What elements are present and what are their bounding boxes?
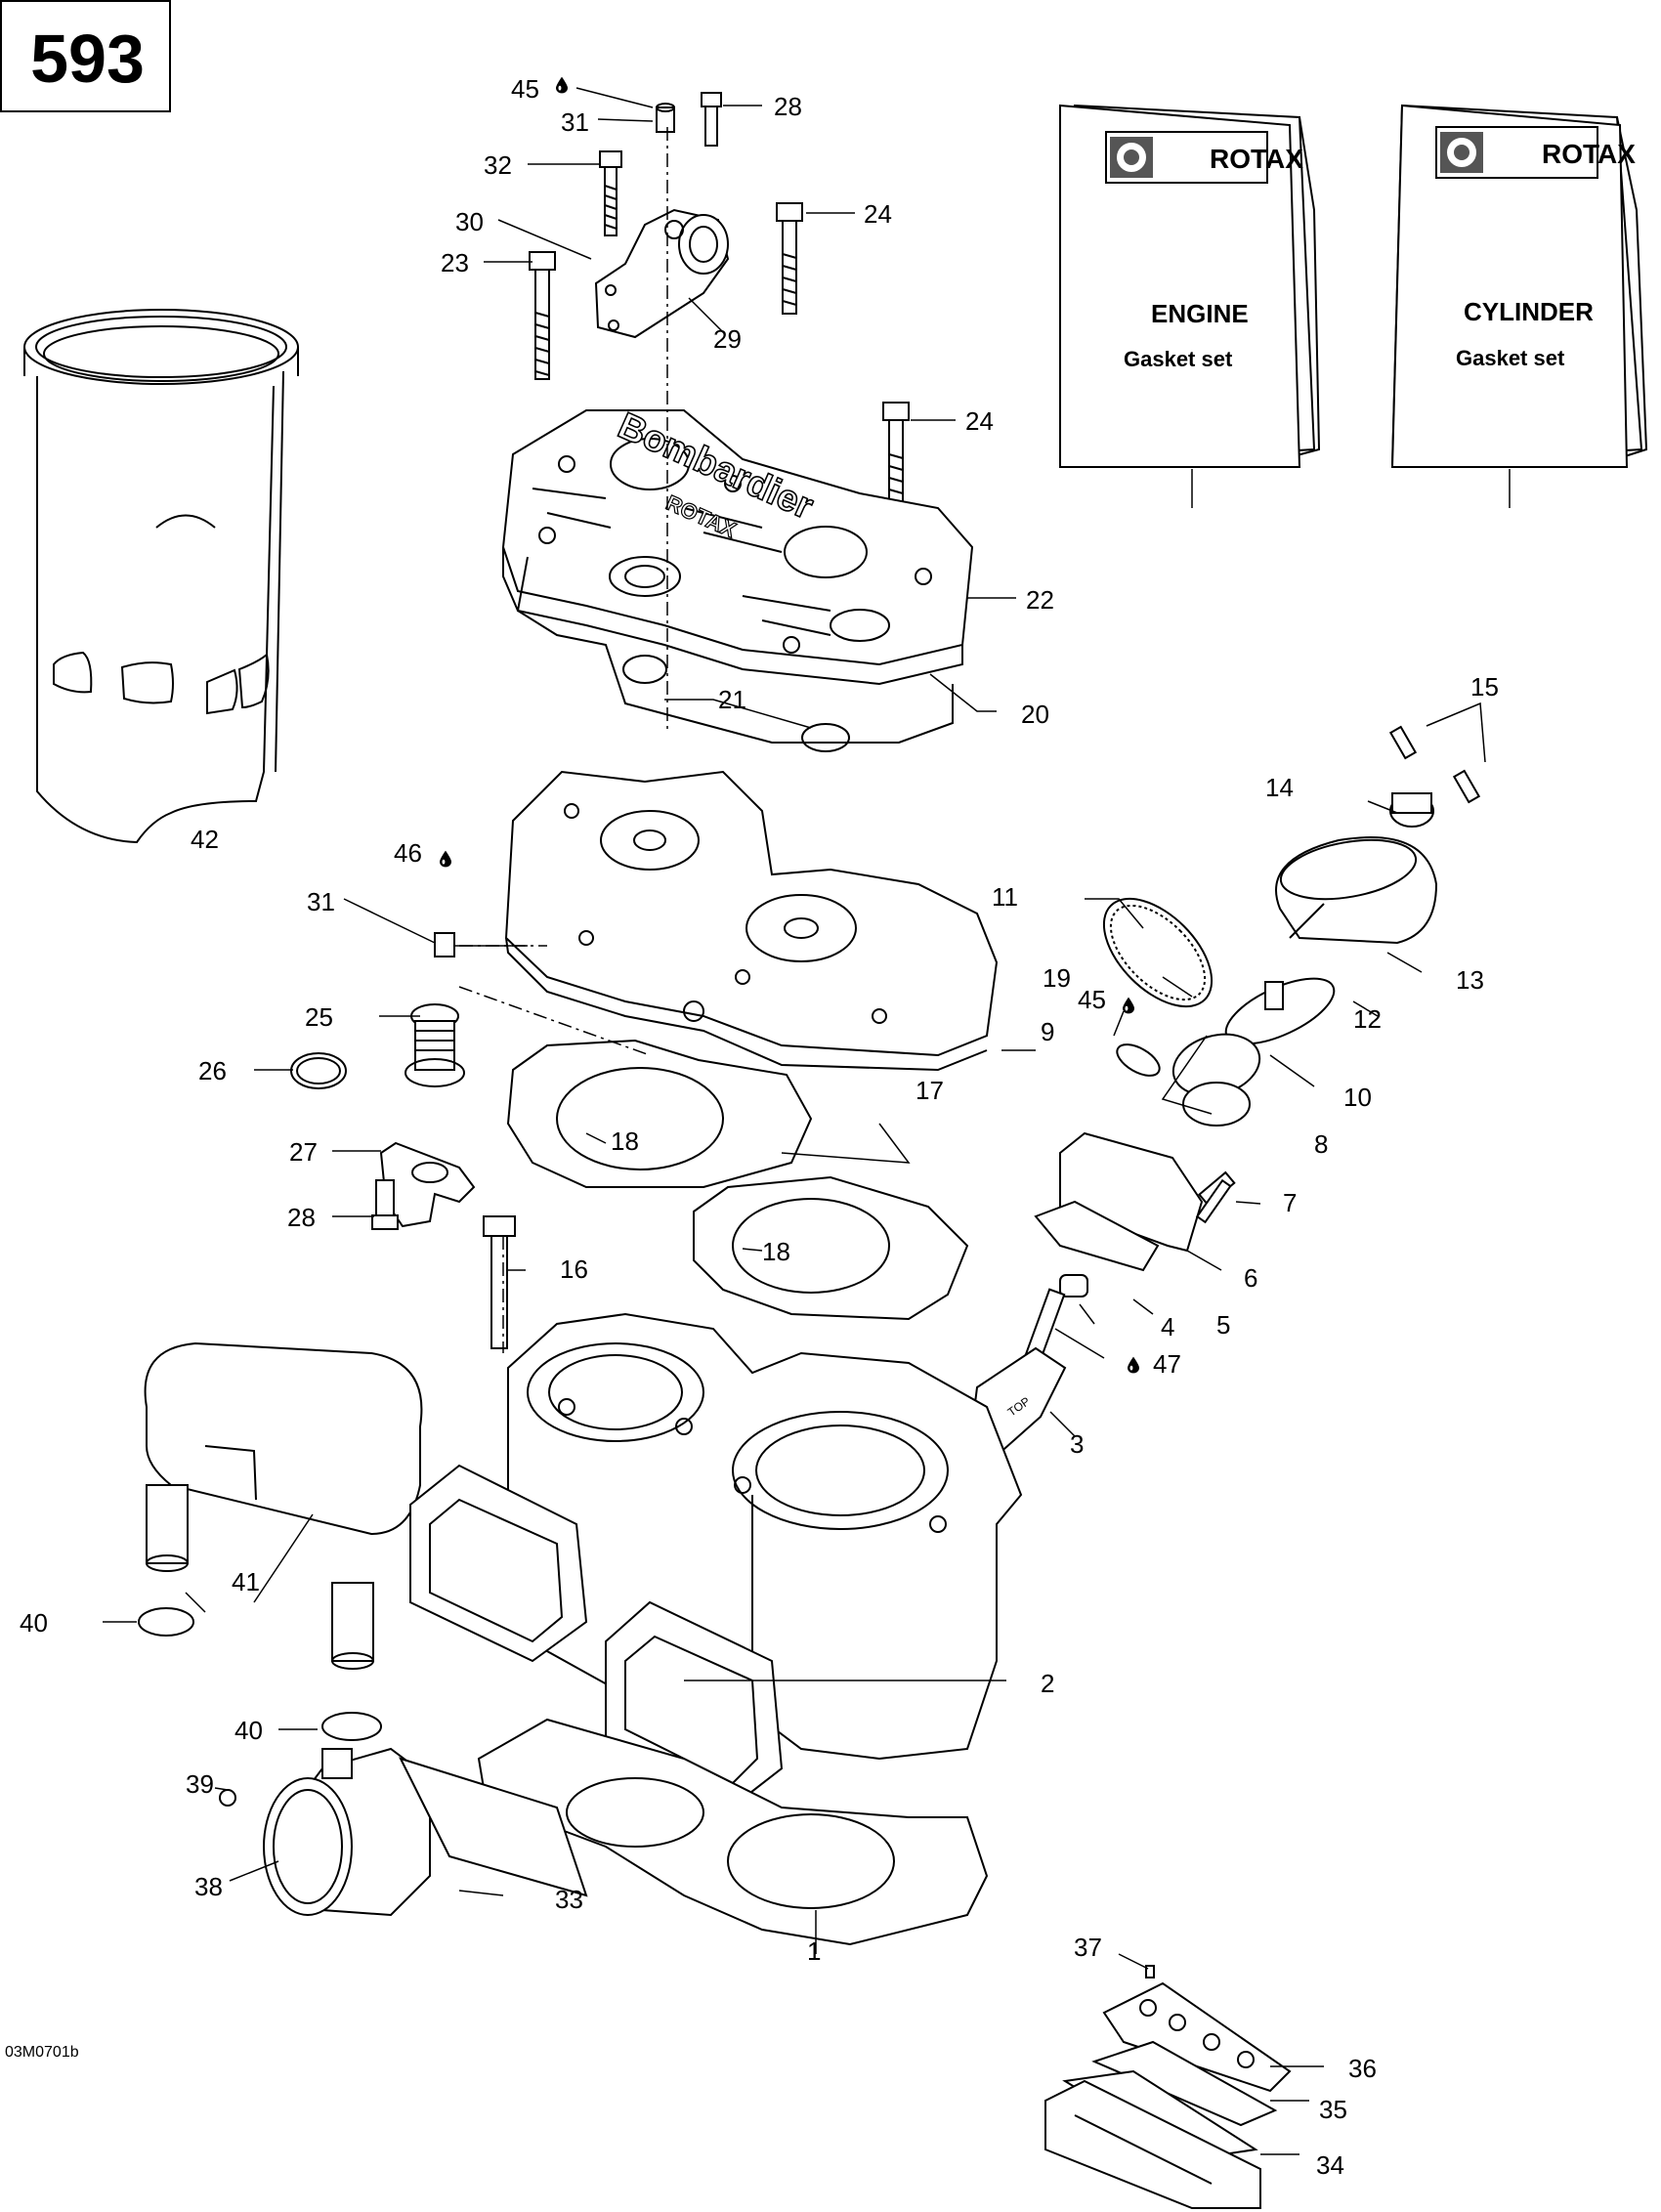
part-label: 10 bbox=[1343, 1083, 1372, 1112]
booklet-brand-cylinder: ROTAX bbox=[1542, 139, 1636, 169]
leader-lines bbox=[103, 87, 1511, 2155]
assembly-centerline bbox=[458, 127, 668, 1353]
exhaust-manifold bbox=[144, 1341, 423, 1670]
part-label: 5 bbox=[1216, 1310, 1230, 1340]
part-labels: 1 2 3 4 5 6 7 8 9 10 11 12 13 14 15 16 1… bbox=[20, 74, 1499, 2180]
part-label: 32 bbox=[484, 150, 512, 180]
part-label: 12 bbox=[1353, 1004, 1382, 1034]
part-label: 19 bbox=[1043, 963, 1071, 993]
part-label: 45 bbox=[511, 74, 539, 104]
page-number-box: 593 bbox=[0, 0, 171, 112]
page-number: 593 bbox=[30, 20, 145, 97]
part-label: 15 bbox=[1470, 672, 1499, 702]
cylinder-gaskets bbox=[506, 1039, 969, 1321]
part-label: 40 bbox=[234, 1716, 263, 1745]
booklet-title-cylinder: CYLINDER bbox=[1464, 297, 1594, 326]
part-label: 38 bbox=[194, 1872, 223, 1901]
part-label: 8 bbox=[1314, 1129, 1328, 1159]
bolt-16 bbox=[483, 1215, 516, 1237]
cylinder-gasket-booklet bbox=[1390, 104, 1648, 468]
clamp bbox=[321, 1712, 382, 1741]
drop-icon bbox=[1123, 997, 1134, 1014]
reed-cage-stack bbox=[1044, 1965, 1292, 2209]
part-label: 25 bbox=[305, 1002, 333, 1032]
part-label: 24 bbox=[864, 199, 892, 229]
drop-icon bbox=[1128, 1356, 1139, 1374]
head-gasket bbox=[516, 556, 954, 744]
part-label: 28 bbox=[287, 1203, 316, 1232]
o-ring bbox=[801, 723, 850, 752]
part-label: 27 bbox=[289, 1137, 318, 1167]
drop-icon bbox=[556, 76, 568, 94]
part-label: 20 bbox=[1021, 700, 1049, 729]
part-label: 21 bbox=[718, 685, 746, 714]
cylinder-head bbox=[501, 409, 974, 686]
intake-adapter bbox=[219, 1747, 588, 1917]
part-label: 41 bbox=[232, 1567, 260, 1596]
o-ring bbox=[622, 655, 667, 684]
part-label: 29 bbox=[713, 324, 742, 354]
part-label: 31 bbox=[561, 107, 589, 137]
bolt-16-shank bbox=[490, 1235, 508, 1349]
part-label: 46 bbox=[394, 838, 422, 868]
part-label: 4 bbox=[1161, 1312, 1174, 1341]
part-label: 37 bbox=[1074, 1933, 1102, 1962]
booklet-subtitle-cylinder: Gasket set bbox=[1456, 346, 1565, 370]
cylinder-liner bbox=[23, 309, 299, 844]
water-outlet bbox=[594, 208, 730, 339]
part-label: 1 bbox=[807, 1936, 821, 1966]
part-label: 18 bbox=[611, 1127, 639, 1156]
part-label: 7 bbox=[1283, 1188, 1297, 1217]
booklet-brand-engine: ROTAX bbox=[1210, 144, 1303, 174]
part-label: 39 bbox=[186, 1769, 214, 1799]
top-bolts bbox=[529, 92, 910, 514]
part-label: 42 bbox=[191, 825, 219, 854]
plug bbox=[434, 932, 455, 957]
part-label: 6 bbox=[1244, 1263, 1257, 1293]
part-label: 45 bbox=[1078, 985, 1106, 1014]
part-label: 28 bbox=[774, 92, 802, 121]
part-label: 30 bbox=[455, 207, 484, 236]
thermostat-group bbox=[290, 1003, 476, 1230]
part-label: 34 bbox=[1316, 2150, 1344, 2180]
part-label: 47 bbox=[1153, 1349, 1181, 1379]
part-label: 24 bbox=[965, 406, 994, 436]
part-label: 40 bbox=[20, 1608, 48, 1638]
part-label: 33 bbox=[555, 1885, 583, 1914]
part-label: 14 bbox=[1265, 773, 1294, 802]
part-label: 9 bbox=[1041, 1017, 1054, 1046]
rave-valve-group bbox=[970, 725, 1481, 1458]
head-housing bbox=[504, 770, 999, 1072]
part-label: 13 bbox=[1456, 965, 1484, 995]
drop-icon bbox=[440, 850, 451, 868]
booklet-subtitle-engine: Gasket set bbox=[1124, 347, 1233, 371]
part-label: 26 bbox=[198, 1056, 227, 1085]
drawing-id: 03M0701b bbox=[5, 2044, 79, 2061]
part-label: 36 bbox=[1348, 2054, 1377, 2083]
part-label: 2 bbox=[1041, 1669, 1054, 1698]
booklet-title-engine: ENGINE bbox=[1151, 299, 1249, 328]
part-label: 18 bbox=[762, 1237, 790, 1266]
part-label: 3 bbox=[1070, 1429, 1084, 1459]
clamp bbox=[138, 1607, 194, 1637]
engine-gasket-booklet bbox=[1058, 104, 1321, 468]
part-label: 11 bbox=[992, 882, 1018, 912]
part-label: 35 bbox=[1319, 2095, 1347, 2124]
part-label: 22 bbox=[1026, 585, 1054, 615]
part-label: 23 bbox=[441, 248, 469, 277]
part-label: 17 bbox=[916, 1076, 944, 1105]
part-label: 16 bbox=[560, 1255, 588, 1284]
reed-valves-and-base-gasket bbox=[409, 1464, 989, 1946]
part-label: 31 bbox=[307, 887, 335, 916]
